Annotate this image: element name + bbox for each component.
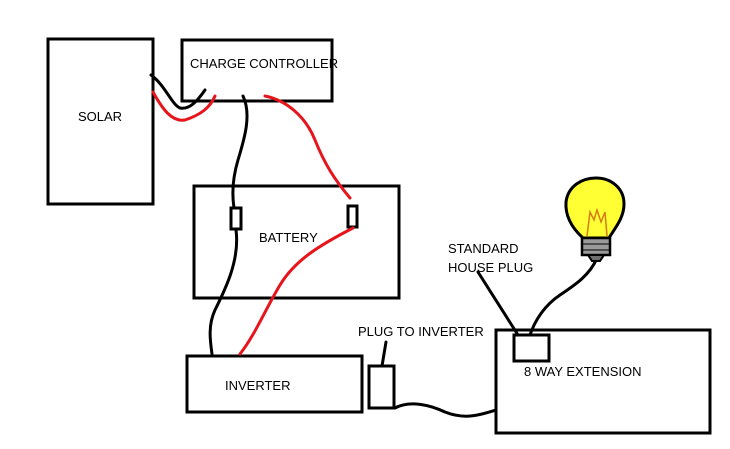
charge-controller-box xyxy=(180,38,334,103)
standard-house-plug-pointer xyxy=(476,270,520,337)
inverter-plug xyxy=(367,364,396,410)
inverter-extension-cord xyxy=(393,402,498,418)
inverter-box xyxy=(185,354,364,414)
standard-house-plug xyxy=(512,333,551,363)
solar-panel-box xyxy=(46,37,155,206)
controller-battery-negative-wire xyxy=(231,94,249,210)
battery-label: BATTERY xyxy=(259,230,318,245)
solar-positive-wire xyxy=(151,90,217,122)
plug-to-inverter-label: PLUG TO INVERTER xyxy=(358,324,484,339)
battery-positive-terminal xyxy=(346,204,359,229)
battery-inverter-negative-wire xyxy=(208,228,239,356)
battery-negative-terminal xyxy=(229,206,243,231)
solar-negative-wire xyxy=(149,73,207,110)
inverter-label: INVERTER xyxy=(225,378,291,393)
controller-battery-positive-wire xyxy=(263,94,352,200)
extension-label: 8 WAY EXTENSION xyxy=(524,364,642,379)
standard-plug-label-line2: HOUSE PLUG xyxy=(448,260,533,275)
battery-inverter-positive-wire xyxy=(238,226,355,356)
solar-label: SOLAR xyxy=(78,109,122,124)
charge-controller-label: CHARGE CONTROLLER xyxy=(190,56,338,71)
light-bulb-icon xyxy=(564,176,626,262)
bulb-cord xyxy=(528,256,599,337)
standard-plug-label-line1: STANDARD xyxy=(448,241,519,256)
plug-to-inverter-pointer xyxy=(380,340,388,368)
